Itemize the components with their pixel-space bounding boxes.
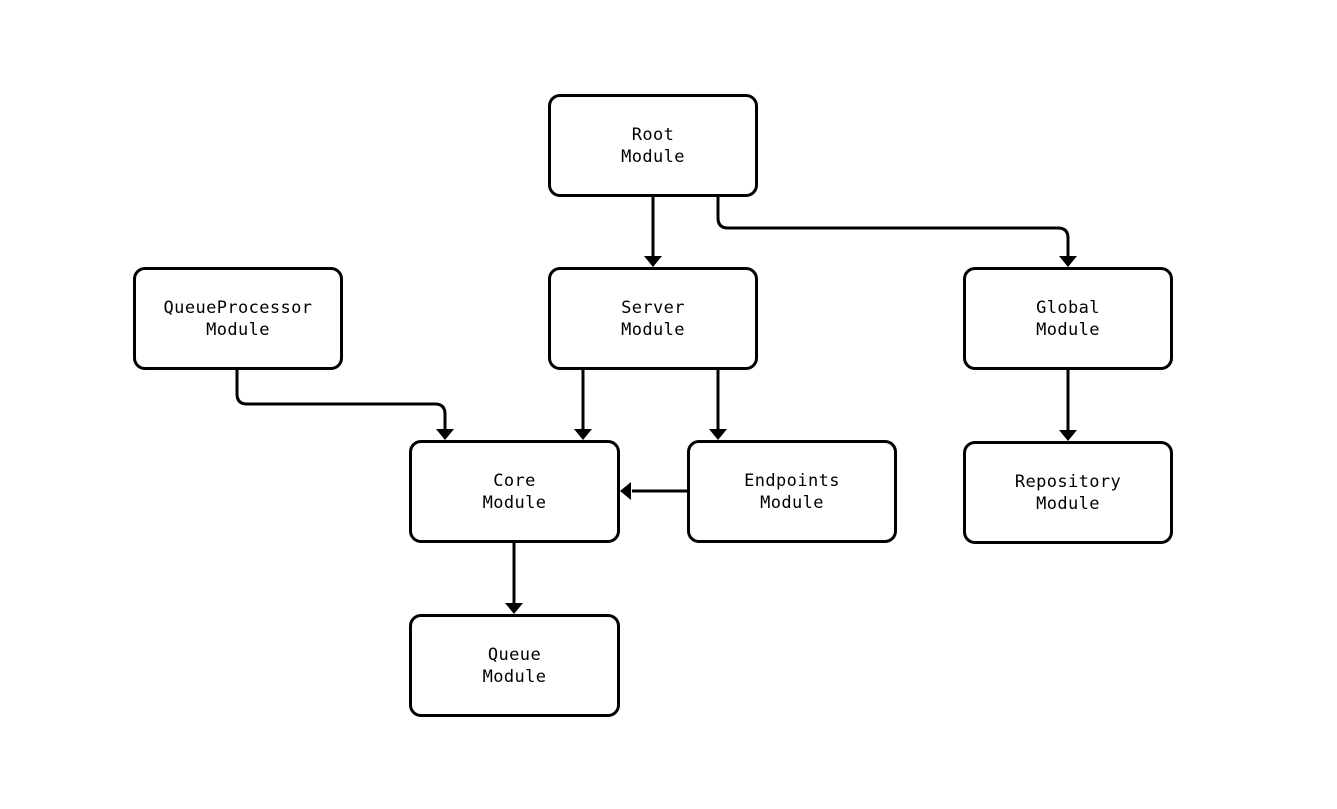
edge-arrowhead (709, 429, 727, 440)
node-label-kind: Module (482, 492, 547, 513)
edge-server-core: Server Module to Core Module (574, 370, 592, 440)
node-label-name: Server (621, 297, 685, 318)
node-label-kind: Module (621, 319, 685, 340)
node-label-name: Endpoints (744, 470, 840, 491)
node-label-kind: Module (1036, 319, 1100, 340)
node-label-kind: Module (1036, 493, 1100, 514)
node-label-name: Global (1036, 297, 1100, 318)
edge-line (235, 370, 447, 431)
edge-root-server: Root Module to Server Module (644, 197, 662, 267)
edge-arrowhead (1059, 430, 1077, 441)
edge-arrowhead (574, 429, 592, 440)
node-label-kind: Module (482, 666, 547, 687)
edge-root-global: Root Module to Global Module (716, 197, 1077, 267)
node-label-kind: Module (206, 319, 270, 340)
node-label-kind: Module (621, 146, 685, 167)
edge-global-repository: Global Module to Repository Module (1059, 370, 1077, 441)
edge-endpoints-core: Endpoints Module to Core Module (620, 482, 687, 500)
node-label-name: Repository (1014, 471, 1122, 492)
edge-arrowhead (620, 482, 631, 500)
node-label-name: QueueProcessor (163, 297, 313, 318)
node-label-name: Root (631, 124, 675, 145)
edge-arrowhead (505, 603, 523, 614)
edge-core-queue: Core Module to Queue Module (505, 543, 523, 614)
edge-arrowhead (436, 429, 454, 440)
edge-queueprocessor-core: QueueProcessor Module to Core Module (235, 370, 454, 440)
edge-arrowhead (1059, 256, 1077, 267)
edge-server-endpoints: Server Module to Endpoints Module (709, 370, 727, 440)
edge-line (716, 197, 1070, 258)
node-label-name: Queue (487, 644, 542, 665)
edge-arrowhead (644, 256, 662, 267)
node-label-name: Core (493, 470, 536, 491)
node-label-kind: Module (760, 492, 824, 513)
